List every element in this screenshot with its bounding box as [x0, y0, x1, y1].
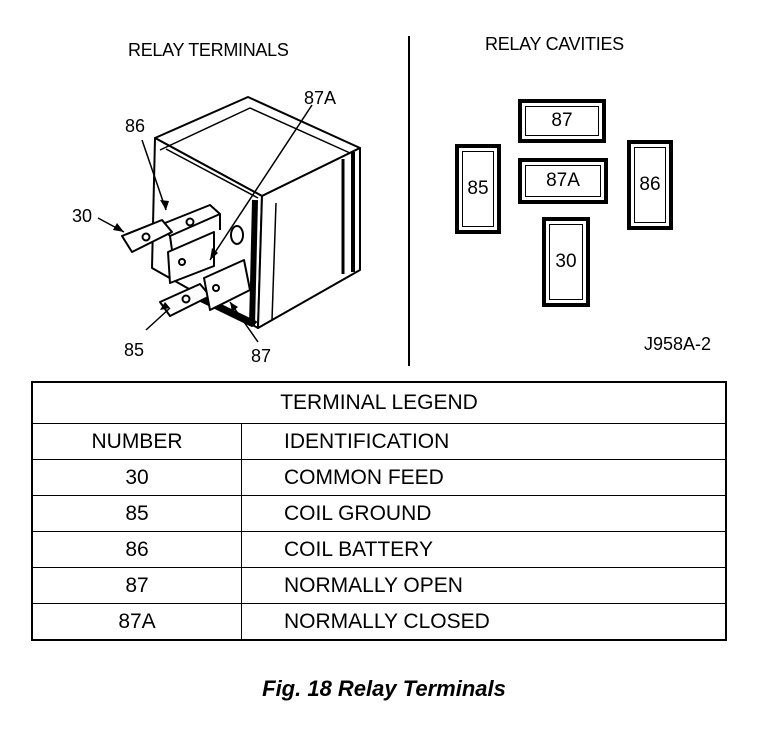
row-identification: COMMON FEED [241, 459, 727, 496]
row-number: 85 [31, 495, 242, 532]
part-number: J958A-2 [644, 334, 712, 354]
cavity-85-label: 85 [467, 178, 489, 199]
relay-cavities-title: RELAY CAVITIES [485, 34, 624, 54]
header-number: NUMBER [31, 423, 242, 460]
terminal-legend-table: TERMINAL LEGEND NUMBER IDENTIFICATION 30… [31, 381, 727, 641]
row-number: 86 [31, 531, 242, 568]
cavity-30-label: 30 [555, 251, 577, 272]
cavity-30: 30 [542, 217, 590, 307]
row-identification: COIL GROUND [241, 495, 727, 532]
legend-title: TERMINAL LEGEND [31, 381, 727, 424]
label-30: 30 [72, 206, 93, 226]
row-identification: NORMALLY CLOSED [241, 603, 727, 641]
table-row: 87 NORMALLY OPEN [31, 567, 727, 604]
row-number: 87 [31, 567, 242, 604]
row-identification: COIL BATTERY [241, 531, 727, 568]
cavity-87a-label: 87A [546, 170, 580, 191]
cavity-85: 85 [455, 144, 501, 234]
row-number: 30 [31, 459, 242, 496]
table-row: 30 COMMON FEED [31, 459, 727, 496]
row-number: 87A [31, 603, 242, 641]
table-row: 85 COIL GROUND [31, 495, 727, 532]
relay-terminals-title: RELAY TERMINALS [128, 40, 289, 60]
cavity-86: 86 [627, 140, 673, 230]
relay-drawing [97, 96, 361, 343]
figure-caption: Fig. 18 Relay Terminals [262, 676, 506, 701]
label-85: 85 [124, 340, 145, 360]
legend-header-row: NUMBER IDENTIFICATION [31, 423, 727, 460]
blade-87a [167, 231, 215, 284]
label-87: 87 [251, 346, 272, 366]
panel-divider [408, 36, 410, 366]
cavity-86-label: 86 [639, 174, 661, 195]
label-87a: 87A [304, 88, 337, 108]
table-row: 86 COIL BATTERY [31, 531, 727, 568]
blade-87 [203, 259, 251, 311]
table-row: 87A NORMALLY CLOSED [31, 603, 727, 641]
header-identification: IDENTIFICATION [241, 423, 727, 460]
relay-right-face [257, 147, 361, 329]
cavity-87a: 87A [518, 158, 608, 204]
cavity-87: 87 [518, 99, 606, 143]
label-86: 86 [125, 116, 146, 136]
cavity-87-label: 87 [551, 110, 573, 131]
row-identification: NORMALLY OPEN [241, 567, 727, 604]
